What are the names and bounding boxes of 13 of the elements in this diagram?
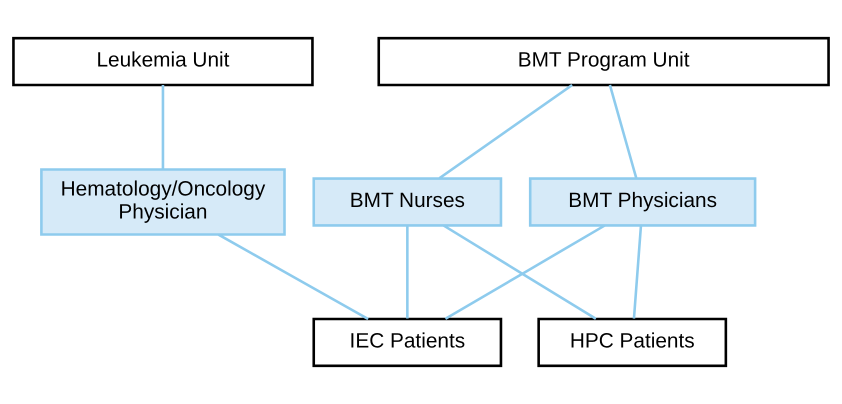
- node-box: Leukemia Unit: [12, 36, 314, 86]
- node-box: BMT Physicians: [528, 177, 756, 227]
- node-box: BMT Program Unit: [377, 36, 830, 86]
- node-box: IEC Patients: [312, 318, 502, 368]
- connector: [438, 84, 573, 180]
- connector: [162, 85, 164, 170]
- node-box: BMT Nurses: [312, 177, 502, 227]
- connector: [406, 225, 409, 319]
- node-box: HPC Patients: [537, 318, 728, 368]
- connector: [632, 225, 642, 319]
- connector: [218, 233, 369, 320]
- connector: [608, 84, 638, 179]
- node-box: Hematology/Oncology Physician: [40, 168, 286, 236]
